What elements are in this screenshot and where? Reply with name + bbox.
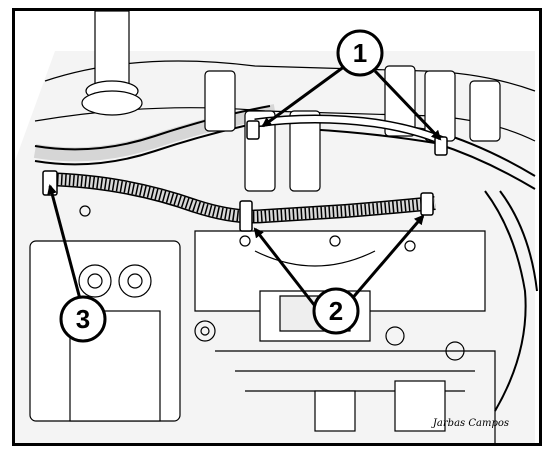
engine-line-drawing: 1 2 3: [15, 11, 538, 443]
engine-block: [15, 11, 538, 443]
fuel-return-line: [254, 114, 445, 146]
callout-1: 1: [336, 29, 384, 77]
clip-lower-right: [420, 192, 434, 216]
clips: [42, 120, 448, 232]
callout-1-label: 1: [353, 38, 367, 68]
callout-3: 3: [59, 295, 107, 343]
clip-upper-right: [434, 136, 448, 156]
diagram-frame: 1 2 3 Jarbas Campos: [12, 8, 542, 446]
callout-2-label: 2: [329, 296, 343, 326]
callout-3-label: 3: [76, 304, 90, 334]
artist-credit: Jarbas Campos: [432, 418, 509, 429]
clip-upper-left: [246, 120, 260, 140]
clip-lower-middle: [239, 200, 253, 232]
injector-towers: [204, 65, 501, 192]
callout-2: 2: [312, 287, 360, 335]
leader-lines: [47, 64, 442, 307]
fuel-line-corrugated: [44, 172, 436, 224]
